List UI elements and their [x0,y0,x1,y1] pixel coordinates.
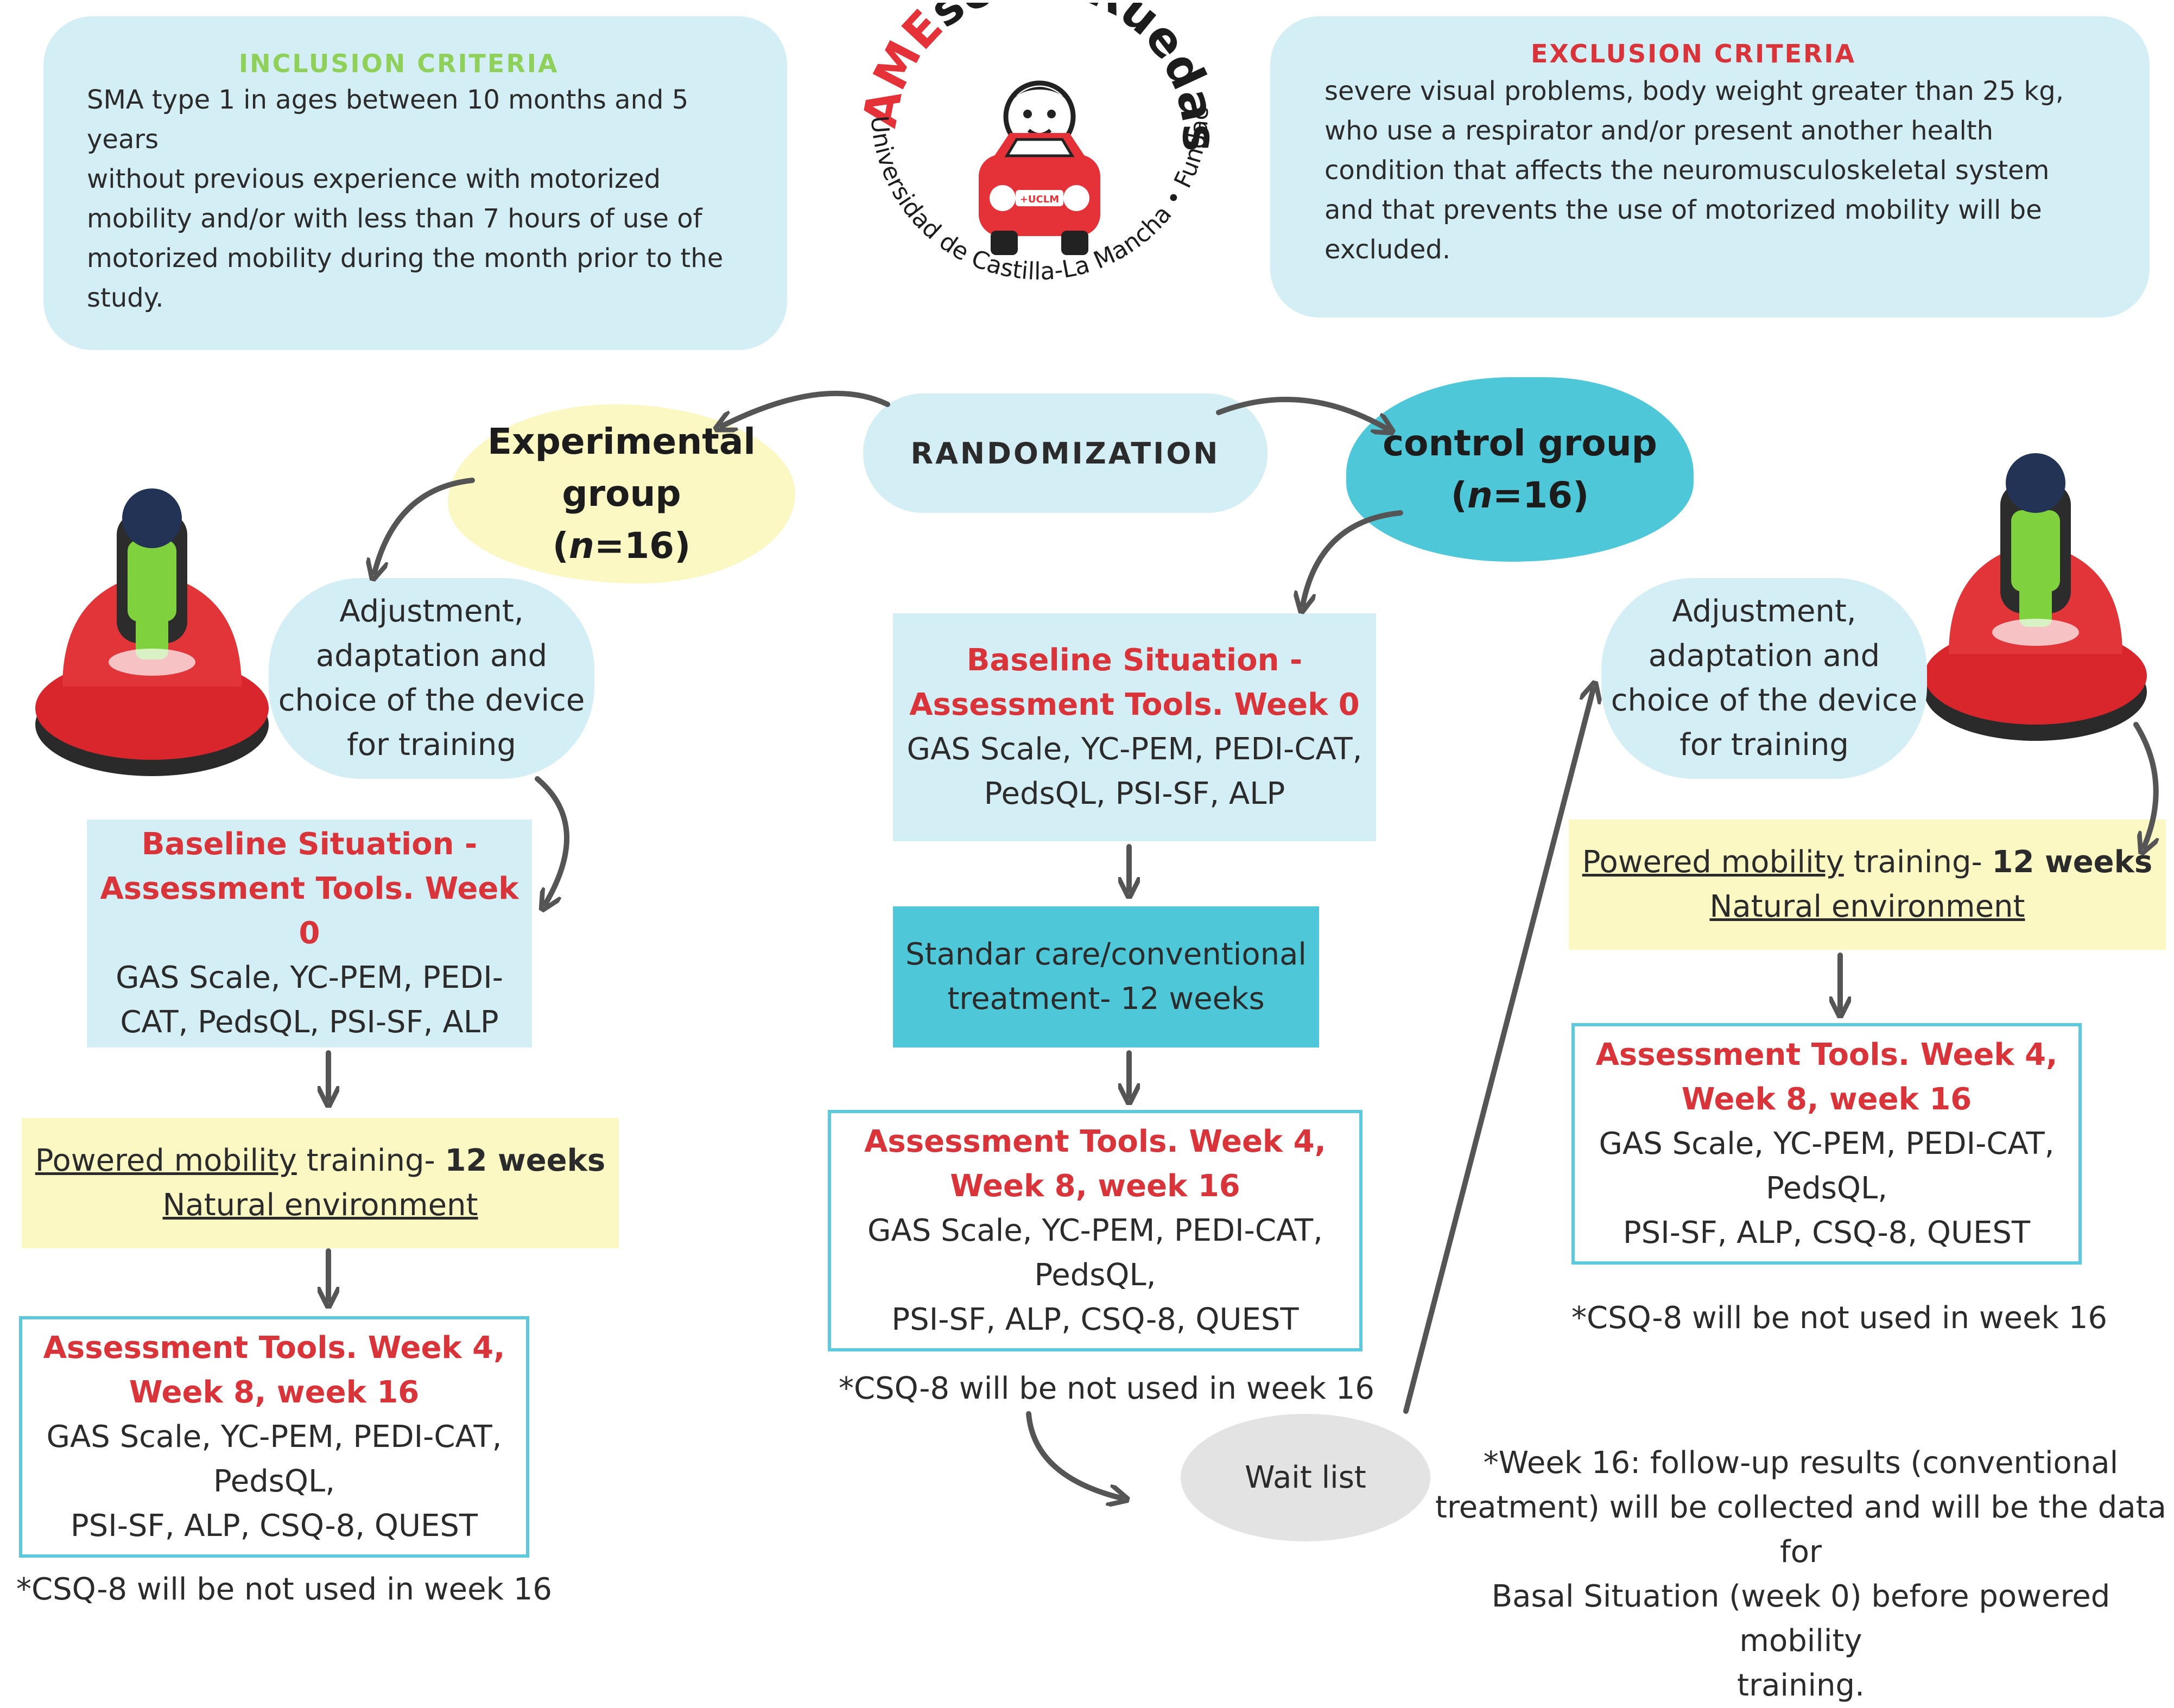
exclusion-criteria-text: severe visual problems, body weight grea… [1324,76,2064,265]
inclusion-criteria-text: SMA type 1 in ages between 10 months and… [87,85,724,313]
arrow-adjustment-to-training-right [2133,722,2156,847]
randomization-node: RANDOMIZATION [863,393,1267,513]
experimental-group-n: (n=16) [552,525,691,567]
randomization-label: RANDOMIZATION [910,436,1220,471]
baseline-assessment-box-center: Baseline Situation - Assessment Tools. W… [893,613,1376,841]
csq-note-left: *CSQ-8 will be not used in week 16 [16,1572,553,1607]
adjustment-node-right: Adjustment, adaptation and choice of the… [1601,578,1927,779]
exclusion-criteria-title: EXCLUSION CRITERIA [1531,39,1856,68]
arrow-assessment-to-wait-list [1026,1411,1121,1498]
control-group-node: control group (n=16) [1346,377,1694,562]
arrow-randomization-to-control [1216,397,1387,429]
inclusion-criteria-panel: INCLUSION CRITERIA SMA type 1 in ages be… [43,16,787,350]
wait-list-node: Wait list [1181,1414,1430,1541]
exclusion-criteria-panel: EXCLUSION CRITERIA severe visual problem… [1270,16,2150,318]
control-group-label: control group [1383,422,1657,464]
logo-car-icon: +UCLM [979,80,1100,255]
followup-assessment-box-right: Assessment Tools. Week 4, Week 8, week 1… [1571,1023,2082,1265]
control-group-n: (n=16) [1450,474,1589,516]
arrow-experimental-to-adjustment [375,478,475,573]
baseline-assessment-box-left: Baseline Situation - Assessment Tools. W… [87,820,532,1047]
experimental-group-node: Experimental group (n=16) [448,404,795,583]
powered-mobility-training-box-right: Powered mobility training- 12 weeks Natu… [1569,820,2166,950]
bumper-car-image-left [35,488,269,776]
bumper-car-image-right [1924,453,2147,741]
logo-plate-text: +UCLM [1020,194,1059,205]
arrow-adjustment-to-baseline-left [535,776,570,904]
arrow-randomization-to-experimental [722,390,890,426]
followup-assessment-box-center: Assessment Tools. Week 4, Week 8, week 1… [828,1110,1362,1351]
powered-mobility-training-box-left: Powered mobility training- 12 weeks Natu… [22,1118,619,1248]
experimental-group-label-2: group [562,473,681,515]
inclusion-criteria-title: INCLUSION CRITERIA [239,49,559,78]
arrow-wait-list-to-adjustment-right [1403,689,1593,1414]
csq-note-center: *CSQ-8 will be not used in week 16 [839,1371,1375,1406]
ame-sobre-ruedas-logo: AMEsobreRuedas Universidad de Castilla-L… [844,3,1226,285]
arrow-control-to-baseline-center [1303,510,1403,605]
csq-note-right: *CSQ-8 will be not used in week 16 [1571,1300,2108,1336]
flow-arrows [0,390,2174,1623]
adjustment-node-left: Adjustment, adaptation and choice of the… [269,578,594,779]
followup-assessment-box-left: Assessment Tools. Week 4, Week 8, week 1… [19,1316,529,1558]
standard-care-box: Standar care/conventional treatment- 12 … [893,906,1319,1047]
